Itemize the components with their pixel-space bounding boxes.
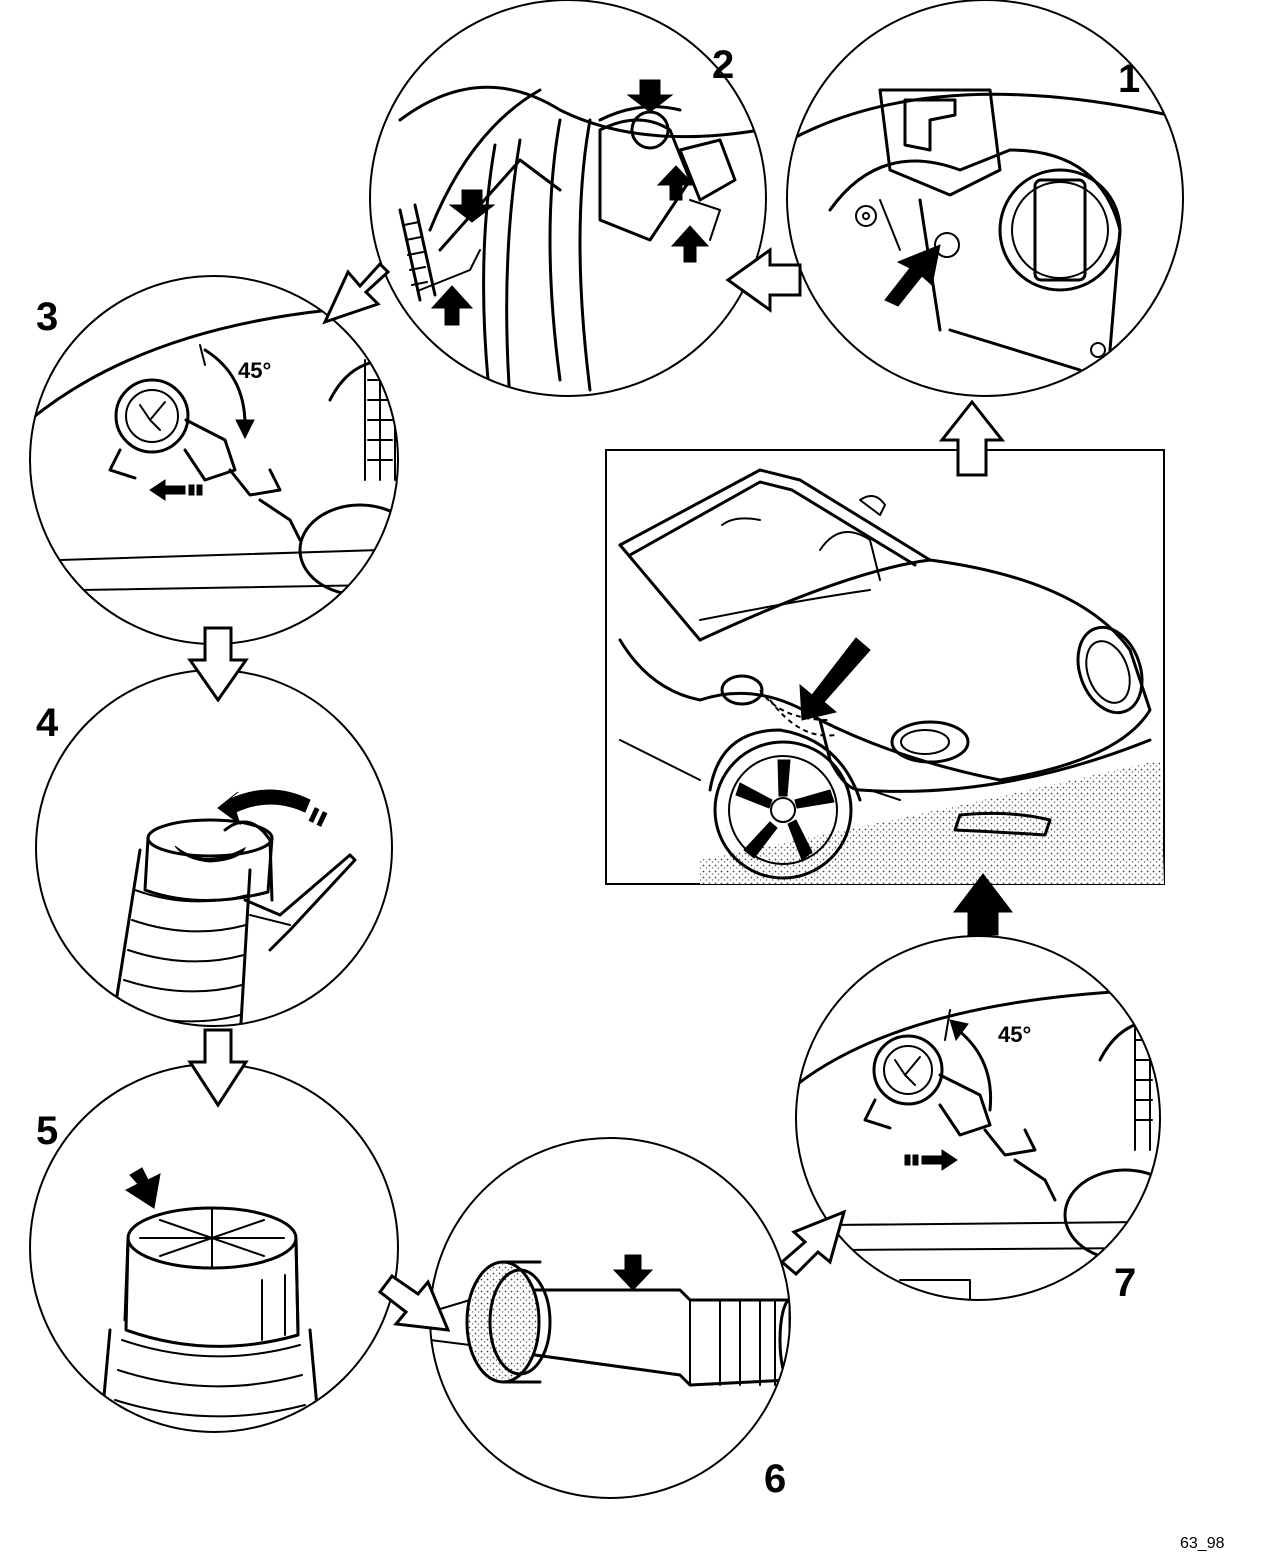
step-2-detail xyxy=(369,0,767,397)
step-3-angle: 45° xyxy=(238,358,271,383)
arrow-to-step-3 xyxy=(322,261,391,325)
step-6-detail xyxy=(429,1137,791,1499)
step-number-2: 2 xyxy=(712,43,734,87)
step-5-detail xyxy=(29,1063,399,1433)
arrow-down-to-step-5 xyxy=(187,1028,249,1108)
step-3-detail: 45° xyxy=(29,275,399,645)
step-number-4: 4 xyxy=(36,701,59,745)
step-number-6: 6 xyxy=(764,1457,786,1501)
arrow-to-step-6 xyxy=(377,1273,451,1332)
arrow-down-to-step-4 xyxy=(187,626,249,703)
arrow-up-to-overview xyxy=(952,873,1014,936)
step-number-5: 5 xyxy=(36,1109,58,1153)
step-4-detail xyxy=(35,669,393,1027)
step-7-angle: 45° xyxy=(998,1022,1031,1047)
step-7-detail: 45° xyxy=(795,935,1161,1301)
step-number-1: 1 xyxy=(1118,57,1140,101)
step-1-detail xyxy=(786,0,1184,397)
figure-reference: 63_98 xyxy=(1180,1535,1225,1552)
vehicle-overview xyxy=(605,449,1165,885)
arrow-to-step-7 xyxy=(779,1209,847,1277)
arrow-up-to-step-1 xyxy=(938,399,1006,477)
step-number-3: 3 xyxy=(36,295,58,339)
arrow-left-to-step-2 xyxy=(725,247,802,313)
step-number-7: 7 xyxy=(1114,1261,1136,1305)
